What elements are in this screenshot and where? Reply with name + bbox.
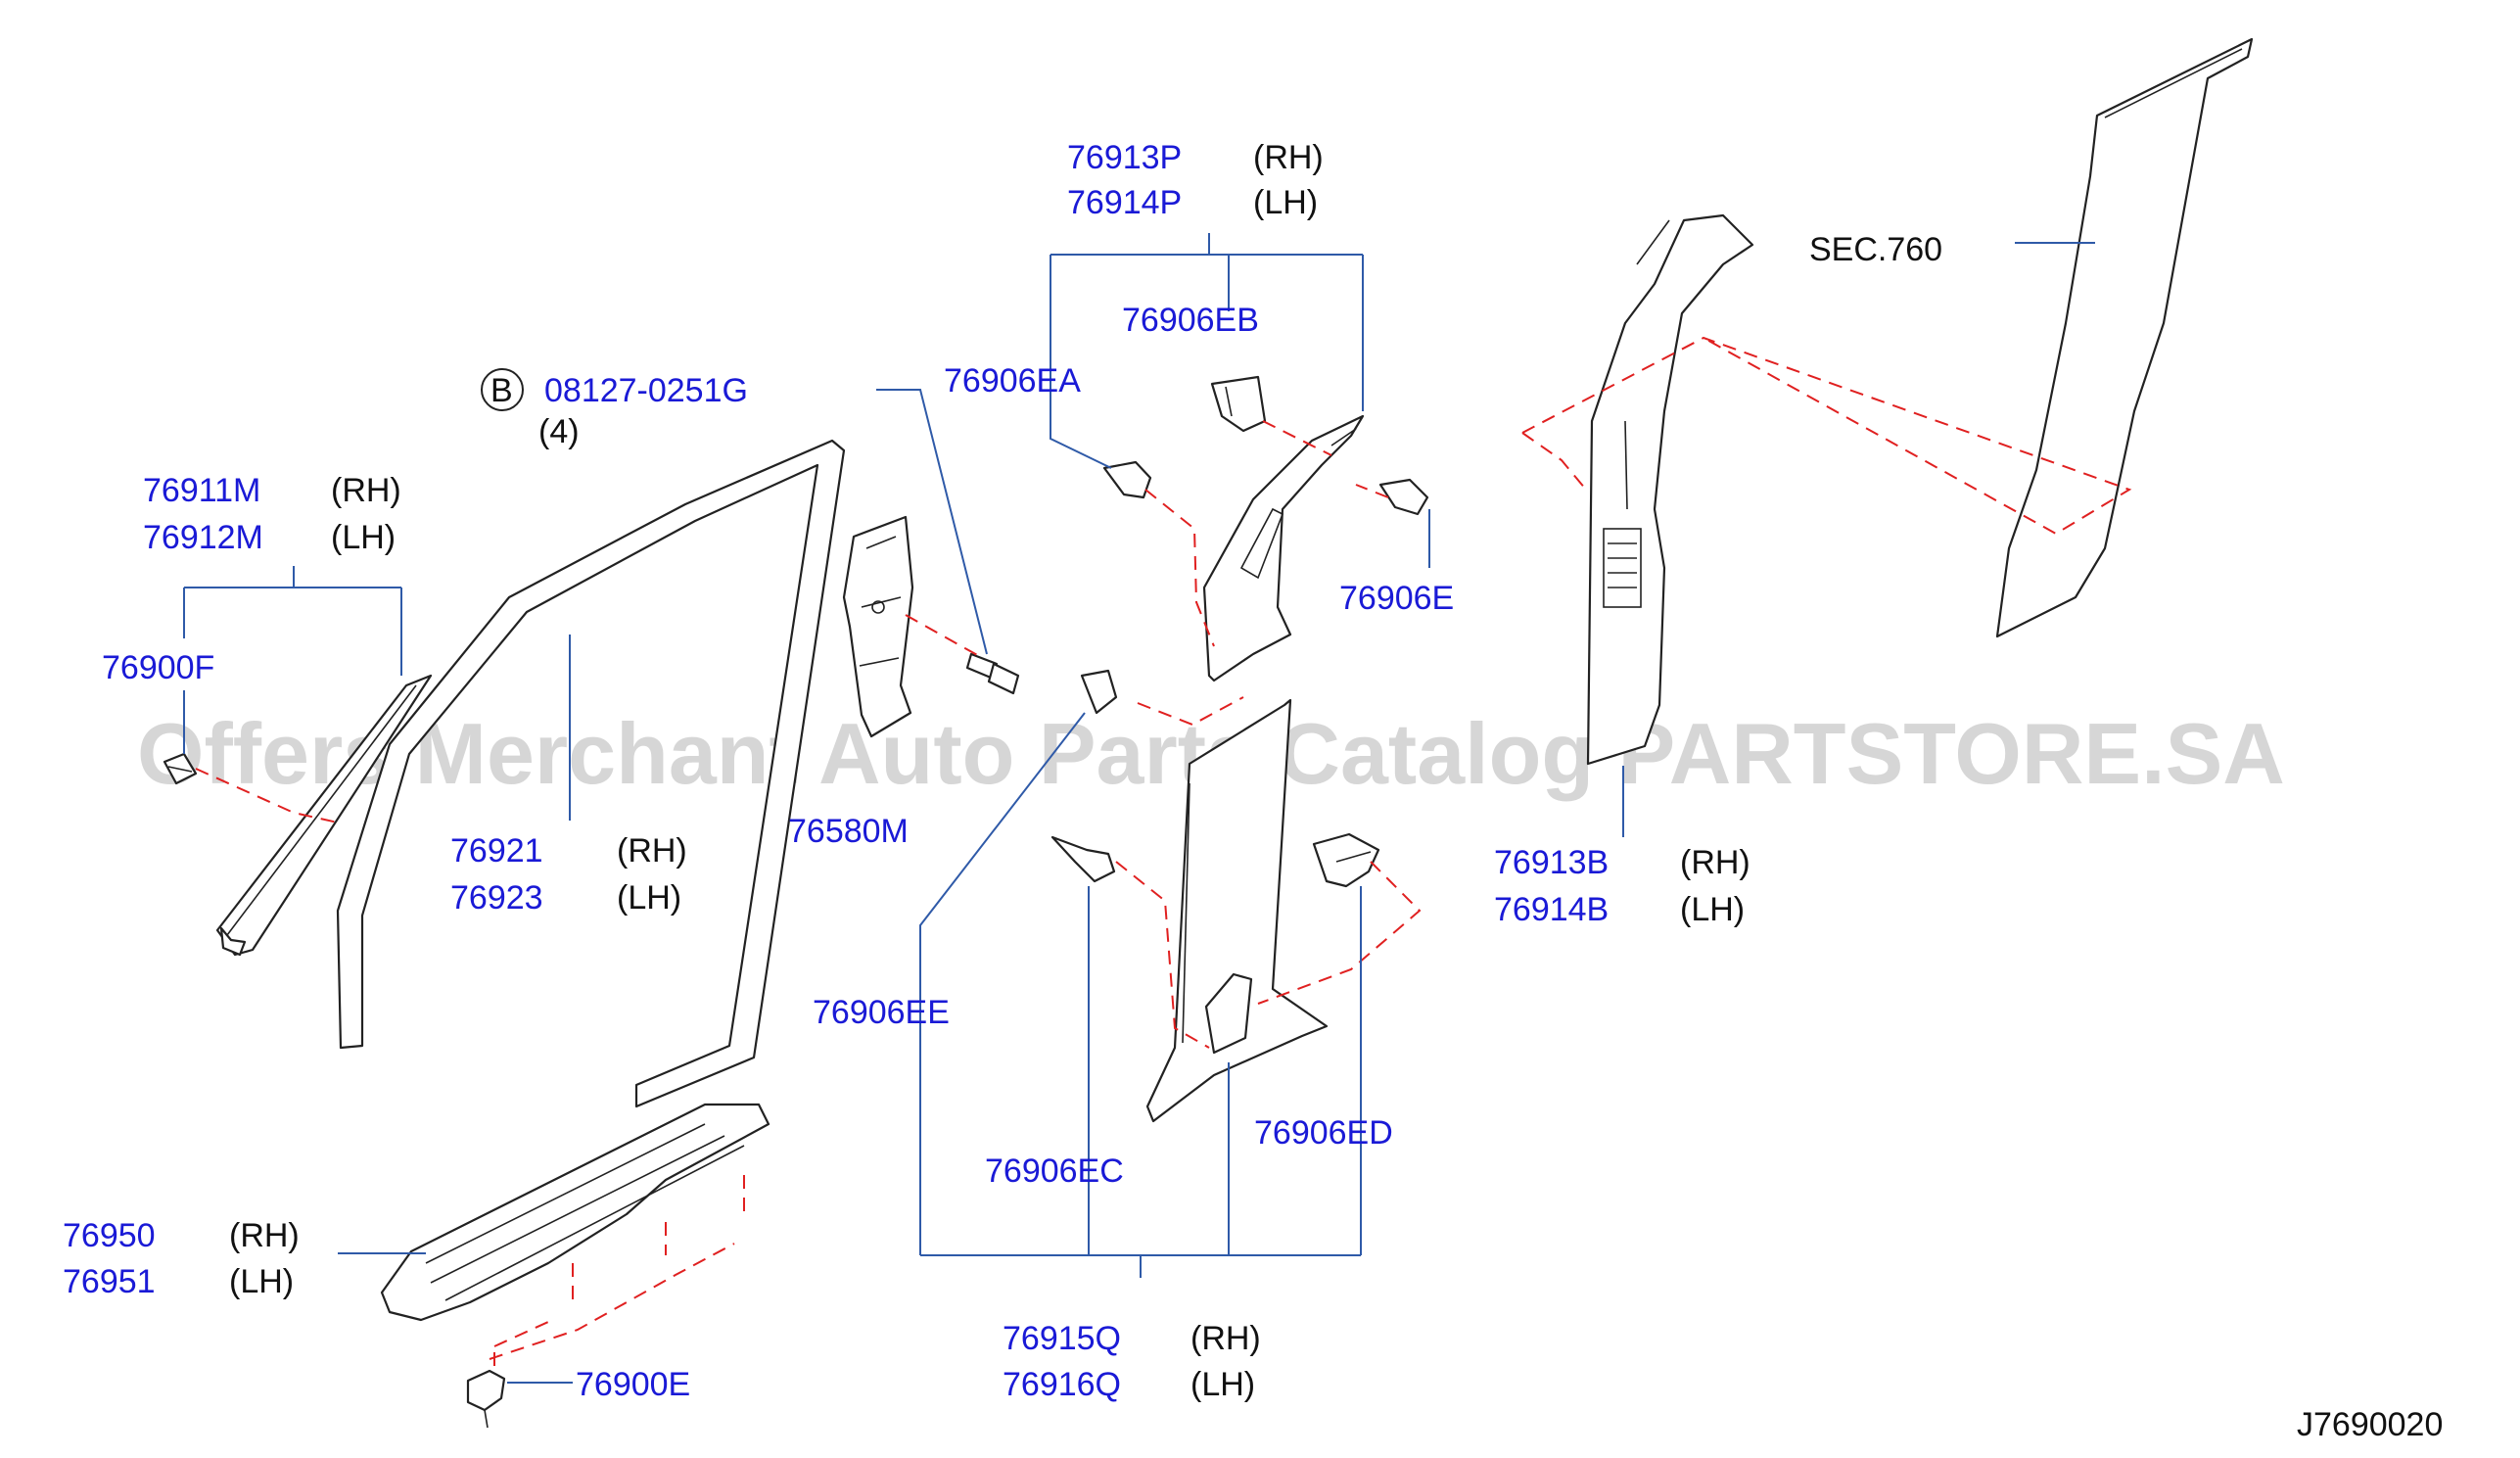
label-76911m[interactable]: 76911M	[143, 472, 260, 509]
bolt-badge-circle	[481, 368, 524, 411]
label-76921-side: (RH)	[617, 832, 687, 870]
label-76916q[interactable]: 76916Q	[1003, 1366, 1121, 1403]
diagram-id: J7690020	[2297, 1406, 2443, 1443]
clip-76906ea[interactable]	[1102, 460, 1152, 499]
label-76906eb[interactable]: 76906EB	[1122, 302, 1259, 339]
clip-76906ec[interactable]	[1050, 835, 1116, 883]
bracket-76580m[interactable]	[842, 515, 914, 738]
label-76900f[interactable]: 76900F	[102, 649, 214, 686]
rear-pillar-trim[interactable]	[1586, 213, 1754, 766]
leader-lines	[183, 233, 2095, 1384]
part-labels: 76913P (RH) 76914P (LH) 76906EB 76906EA …	[63, 139, 2443, 1443]
label-76913p-side: (RH)	[1253, 139, 1324, 176]
label-76906ee[interactable]: 76906EE	[813, 994, 950, 1031]
label-76906ec[interactable]: 76906EC	[985, 1152, 1124, 1190]
label-76911m-side: (RH)	[331, 472, 401, 509]
label-76950-side: (RH)	[229, 1217, 300, 1254]
label-76914p-side: (LH)	[1253, 184, 1318, 221]
label-76923-side: (LH)	[617, 879, 681, 917]
label-76914b[interactable]: 76914B	[1494, 891, 1609, 928]
label-76950[interactable]: 76950	[63, 1217, 156, 1254]
bolt-08127-0251g[interactable]	[965, 652, 1020, 695]
a-pillar-upper-trim[interactable]	[215, 674, 433, 957]
label-76916q-side: (LH)	[1190, 1366, 1255, 1403]
clip-76900e[interactable]	[466, 1369, 506, 1429]
assembly-dash-lines	[195, 336, 2132, 1366]
label-76913p[interactable]: 76913P	[1067, 139, 1182, 176]
label-76906ea[interactable]: 76906EA	[944, 362, 1081, 400]
label-76951[interactable]: 76951	[63, 1263, 156, 1300]
center-pillar-upper-trim[interactable]	[1202, 414, 1365, 682]
label-76951-side: (LH)	[229, 1263, 294, 1300]
center-pillar-lower-trim[interactable]	[1145, 698, 1329, 1123]
kicking-plate[interactable]	[380, 1103, 770, 1322]
label-76906e[interactable]: 76906E	[1339, 580, 1454, 617]
label-76580m[interactable]: 76580M	[788, 813, 909, 850]
clip-76906eb[interactable]	[1210, 375, 1267, 433]
label-76923[interactable]: 76923	[450, 879, 543, 917]
section-reference[interactable]: SEC.760	[1809, 231, 1942, 268]
label-76913b-side: (RH)	[1680, 844, 1750, 881]
clip-76900f[interactable]	[163, 752, 198, 785]
door-weatherstrip[interactable]	[336, 439, 846, 1108]
label-76921[interactable]: 76921	[450, 832, 543, 870]
body-side-panel	[1995, 37, 2254, 638]
label-76912m-side: (LH)	[331, 519, 396, 556]
label-76913b[interactable]: 76913B	[1494, 844, 1609, 881]
clip-76906ee[interactable]	[1080, 669, 1118, 715]
label-08127-0251g[interactable]: 08127-0251G	[544, 372, 748, 409]
label-76914p[interactable]: 76914P	[1067, 184, 1182, 221]
clip-76906ed[interactable]	[1312, 832, 1380, 888]
bolt-quantity: (4)	[538, 413, 580, 450]
bolt-badge: B	[490, 372, 513, 409]
label-76914b-side: (LH)	[1680, 891, 1745, 928]
clip-76906e[interactable]	[1378, 478, 1429, 516]
label-76915q-side: (RH)	[1190, 1320, 1261, 1357]
label-76900e[interactable]: 76900E	[576, 1366, 690, 1403]
label-76906ed[interactable]: 76906ED	[1254, 1114, 1393, 1152]
label-76912m[interactable]: 76912M	[143, 519, 263, 556]
label-76915q[interactable]: 76915Q	[1003, 1320, 1121, 1357]
